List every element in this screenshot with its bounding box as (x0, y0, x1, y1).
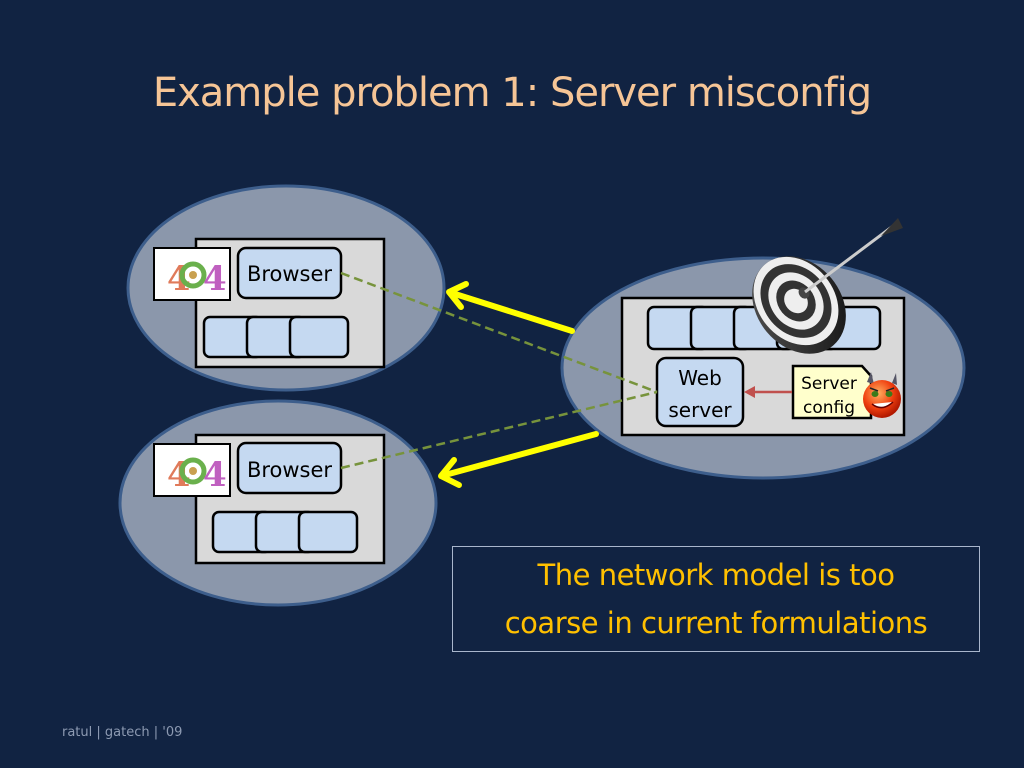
browser-label-bottom: Browser (247, 458, 332, 482)
server-config-label-line1: Server (801, 374, 857, 394)
slide-footer: ratul | gatech | '09 (62, 725, 183, 740)
bullseye-target-icon (752, 218, 903, 354)
web-server-label-line1: Web (678, 366, 722, 390)
dashed-link-bottom (340, 390, 658, 470)
404-error-image-bottom: 4 4 (153, 443, 231, 497)
client-top-group: Browser 4 4 (126, 184, 446, 392)
svg-text:4: 4 (203, 455, 227, 495)
response-arrow-bottom (438, 431, 599, 488)
browser-label-top: Browser (247, 262, 332, 286)
callout-line-2: coarse in current formulations (504, 606, 928, 640)
server-group: Web server Server config (560, 218, 966, 480)
svg-text:4: 4 (203, 259, 227, 299)
callout-line-1: The network model is too (537, 558, 895, 592)
slide-title: Example problem 1: Server misconfig (152, 70, 872, 116)
devil-face-icon (863, 372, 901, 418)
dashed-link-top (340, 271, 658, 394)
response-arrow-top (446, 281, 575, 334)
client-bottom-slot-3 (297, 510, 359, 554)
config-to-webserver-arrow (744, 386, 792, 398)
404-error-image-top: 4 4 (153, 247, 231, 301)
server-config-label-line2: config (803, 398, 855, 418)
client-bottom-group: Browser 4 4 (118, 399, 438, 607)
web-server-label-line2: server (668, 398, 732, 422)
callout-box: The network model is too coarse in curre… (452, 546, 980, 652)
client-top-slot-3 (288, 315, 350, 359)
